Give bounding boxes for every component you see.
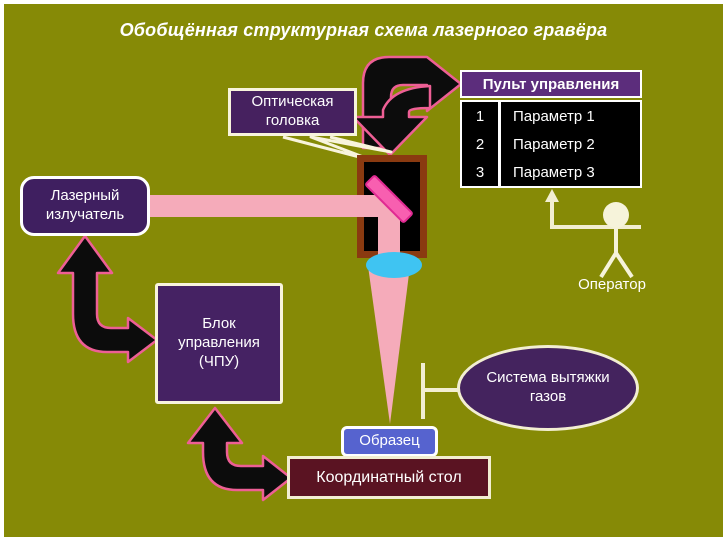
control-unit-label: Блок управления (ЧПУ) [178,315,260,370]
laser-beam-horizontal [148,195,393,217]
control-panel-header: Пульт управления [460,70,642,98]
sample-block: Образец [341,426,438,457]
arrow-control-table [186,406,293,502]
callout-pointer [282,135,393,162]
optical-head-callout: Оптическая головка [228,88,357,136]
control-panel: Пульт управления 1 Параметр 1 2 Параметр… [460,70,642,188]
panel-row: 1 Параметр 1 [462,102,640,130]
arrow-panel-to-head [351,84,432,157]
operator-label: Оператор [578,276,646,293]
operator-arrowhead [545,189,559,202]
coordinate-table-label: Координатный стол [316,468,462,486]
laser-emitter-label: Лазерный излучатель [45,187,125,223]
panel-row: 3 Параметр 3 [462,158,640,186]
operator-figure-icon [599,202,634,279]
exhaust-system-label: Система вытяжки газов [486,369,610,405]
arrow-emitter-control [56,234,159,364]
mirror-icon [365,175,413,223]
focus-lens-icon [366,252,422,278]
sample-label: Образец [359,432,420,450]
optical-head-label: Оптическая головка [251,93,334,129]
diagram-title: Обобщённая структурная схема лазерного г… [119,20,608,40]
panel-row-label: Параметр 3 [513,163,595,181]
laser-emitter-block: Лазерный излучатель [20,176,150,236]
panel-row-label: Параметр 1 [513,107,595,125]
exhaust-system-block: Система вытяжки газов [457,345,639,431]
laser-beam-cone [368,266,410,424]
coordinate-table-block: Координатный стол [287,456,491,499]
control-unit-block: Блок управления (ЧПУ) [155,283,283,404]
control-panel-title: Пульт управления [482,75,620,93]
panel-row-number: 1 [462,102,501,130]
panel-row-label: Параметр 2 [513,135,595,153]
panel-row-number: 2 [462,130,501,158]
panel-row: 2 Параметр 2 [462,130,640,158]
panel-row-number: 3 [462,158,501,186]
control-panel-body: 1 Параметр 1 2 Параметр 2 3 Параметр 3 [460,100,642,188]
laser-beam-vertical [378,205,400,267]
